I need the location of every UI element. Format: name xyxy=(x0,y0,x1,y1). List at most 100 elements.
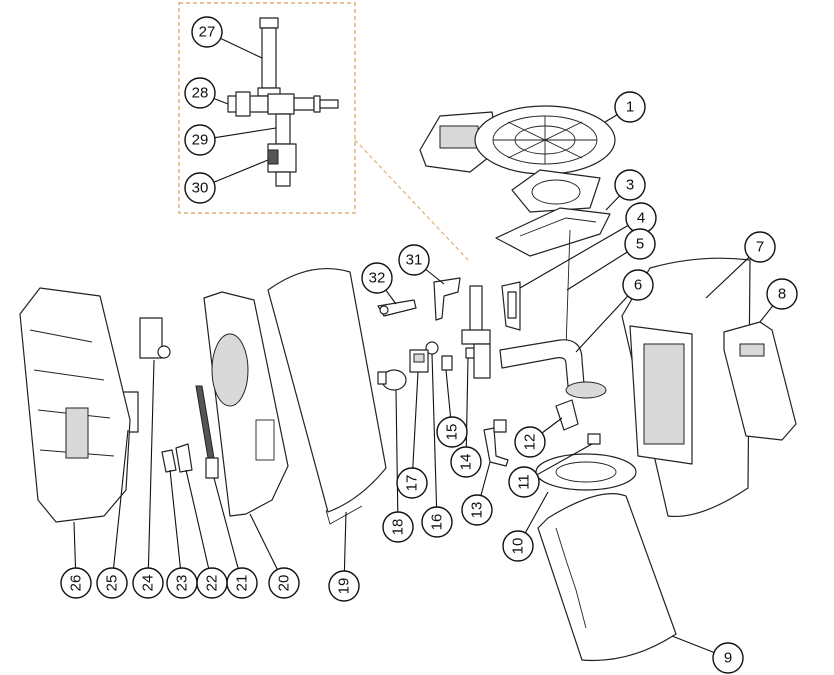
part-31-bracket xyxy=(433,277,461,321)
callout-circle xyxy=(191,16,223,48)
callout-28: 28 xyxy=(184,77,216,109)
leader-line-4 xyxy=(519,225,629,289)
callout-circle xyxy=(184,172,216,204)
part-32-bracket xyxy=(377,299,417,317)
callout-number: 13 xyxy=(469,502,486,519)
callout-circle xyxy=(436,416,468,448)
callout-8: 8 xyxy=(766,278,798,310)
leader-line-21 xyxy=(213,477,239,569)
callout-number: 1 xyxy=(626,99,634,116)
callout-labels: 1345678910111213141516171819202122232425… xyxy=(60,16,798,674)
callout-number: 29 xyxy=(192,132,209,149)
callout-circle xyxy=(744,231,776,263)
callout-9: 9 xyxy=(712,642,744,674)
leader-line-5 xyxy=(566,251,628,291)
part-19-inner-shell xyxy=(267,267,387,525)
part-9-lower-shell xyxy=(537,493,677,662)
part-26-rear-cover xyxy=(19,287,131,523)
part-7-outer-shell xyxy=(621,257,751,518)
callout-number: 28 xyxy=(192,85,209,102)
valve-assembly xyxy=(461,285,491,379)
callout-circle xyxy=(184,77,216,109)
callout-number: 4 xyxy=(637,210,645,227)
part-2-motor-fan xyxy=(511,169,601,213)
part-29-elbow xyxy=(275,113,291,145)
callout-number: 10 xyxy=(510,538,527,555)
part-3-gasket-plate xyxy=(495,207,611,257)
callout-number: 32 xyxy=(369,270,386,287)
callout-number: 6 xyxy=(634,277,642,294)
callout-18: 18 xyxy=(382,511,414,543)
callout-number: 16 xyxy=(429,514,446,531)
callout-31: 31 xyxy=(398,244,430,276)
leader-line-15 xyxy=(445,369,452,418)
callout-22: 22 xyxy=(196,567,228,599)
part-24-component xyxy=(139,317,171,359)
leader-line-17 xyxy=(412,371,419,469)
part-23-clip xyxy=(161,449,177,473)
leader-line-1 xyxy=(604,114,618,123)
callout-circle xyxy=(624,228,656,260)
leader-line-3 xyxy=(605,195,621,211)
leader-line-8 xyxy=(759,305,774,323)
leader-line-13 xyxy=(480,461,491,496)
part-21-element-strip xyxy=(195,385,219,479)
callout-5: 5 xyxy=(624,228,656,260)
callout-number: 8 xyxy=(778,286,786,303)
callout-11: 11 xyxy=(508,466,540,498)
callout-circle xyxy=(60,567,92,599)
callout-circle xyxy=(184,124,216,156)
callout-number: 15 xyxy=(444,424,461,441)
callout-10: 10 xyxy=(502,530,534,562)
callout-number: 9 xyxy=(724,650,732,667)
leader-line-7 xyxy=(705,256,750,299)
callout-19: 19 xyxy=(328,570,360,602)
part-1-fan-housing xyxy=(419,105,616,175)
callout-32: 32 xyxy=(361,262,393,294)
part-12-clip xyxy=(555,399,579,431)
leader-line-23 xyxy=(169,469,181,569)
callout-number: 30 xyxy=(192,180,209,197)
callout-14: 14 xyxy=(450,446,482,478)
callout-20: 20 xyxy=(268,567,300,599)
callout-circle xyxy=(514,426,546,458)
callout-24: 24 xyxy=(132,567,164,599)
inset-border xyxy=(178,2,356,214)
callout-number: 18 xyxy=(390,519,407,536)
callout-number: 19 xyxy=(336,578,353,595)
callout-circle xyxy=(398,244,430,276)
part-28-tee-fitting xyxy=(227,91,339,117)
callout-number: 12 xyxy=(522,434,539,451)
callout-circle xyxy=(622,269,654,301)
callout-3: 3 xyxy=(614,169,646,201)
callout-15: 15 xyxy=(436,416,468,448)
callout-number: 25 xyxy=(104,575,121,592)
callout-number: 5 xyxy=(636,236,644,253)
part-4-bracket xyxy=(501,281,521,331)
callout-number: 7 xyxy=(756,239,764,256)
callout-25: 25 xyxy=(96,567,128,599)
callout-circle xyxy=(361,262,393,294)
leader-line-16 xyxy=(431,353,438,508)
callout-circle xyxy=(712,642,744,674)
leader-line-11 xyxy=(536,443,593,476)
callout-circle xyxy=(328,570,360,602)
callout-7: 7 xyxy=(744,231,776,263)
part-18-knob xyxy=(377,369,407,391)
callout-6: 6 xyxy=(622,269,654,301)
leader-line-30 xyxy=(213,159,269,183)
callout-26: 26 xyxy=(60,567,92,599)
part-8-handle xyxy=(723,321,797,441)
callout-1: 1 xyxy=(614,91,646,123)
callout-circle xyxy=(132,567,164,599)
callout-circle xyxy=(96,567,128,599)
callout-number: 11 xyxy=(516,474,533,490)
leader-line-31 xyxy=(425,268,445,285)
callout-30: 30 xyxy=(184,172,216,204)
part-15-piezo xyxy=(441,355,453,371)
leader-lines xyxy=(73,37,774,654)
part-22-clip xyxy=(175,443,193,473)
callout-circle xyxy=(502,530,534,562)
callout-23: 23 xyxy=(166,567,198,599)
